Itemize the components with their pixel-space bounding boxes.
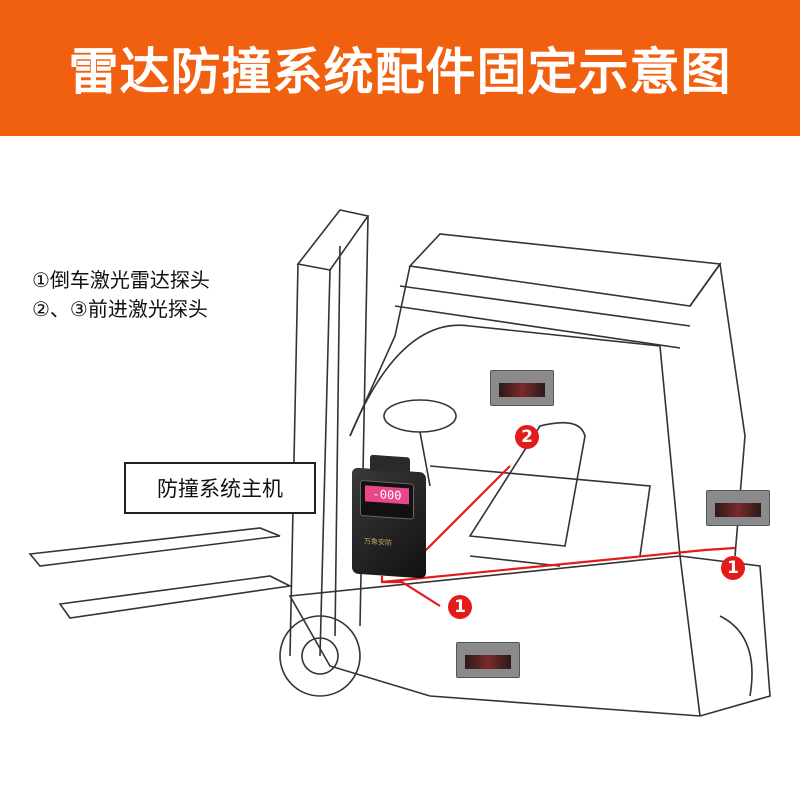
mast-top	[296, 209, 370, 271]
host-label-text: 防撞系统主机	[157, 477, 283, 501]
marker-1-front: 1	[448, 595, 472, 619]
front-probe-sensor	[490, 370, 554, 406]
marker-1-rear: 1	[721, 556, 745, 580]
display-readout: -000	[365, 485, 409, 505]
forks	[28, 527, 293, 619]
wires	[380, 465, 736, 607]
device-screen: -000	[360, 479, 414, 520]
seat	[468, 421, 586, 547]
legend-rear-probe: ①倒车激光雷达探头	[32, 268, 210, 292]
legend: ①倒车激光雷达探头 ②、③前进激光探头	[32, 266, 210, 324]
rear-probe-sensor	[706, 490, 770, 526]
mount-bracket	[370, 454, 410, 474]
header-banner: 雷达防撞系统配件固定示意图	[0, 0, 800, 136]
steering-wheel	[383, 399, 457, 433]
legend-front-probe: ②、③前进激光探头	[32, 297, 208, 321]
host-label: 防撞系统主机	[124, 462, 316, 514]
page-title: 雷达防撞系统配件固定示意图	[68, 43, 732, 101]
host-device: -000 万象安防	[352, 454, 426, 579]
body	[288, 555, 771, 717]
forklift-drawing	[28, 209, 771, 717]
brand-logo: 万象安防	[364, 537, 392, 548]
bottom-probe-sensor	[456, 642, 520, 678]
front-wheel	[279, 615, 361, 697]
overhead-guard	[394, 233, 722, 349]
marker-2: 2	[515, 425, 539, 449]
